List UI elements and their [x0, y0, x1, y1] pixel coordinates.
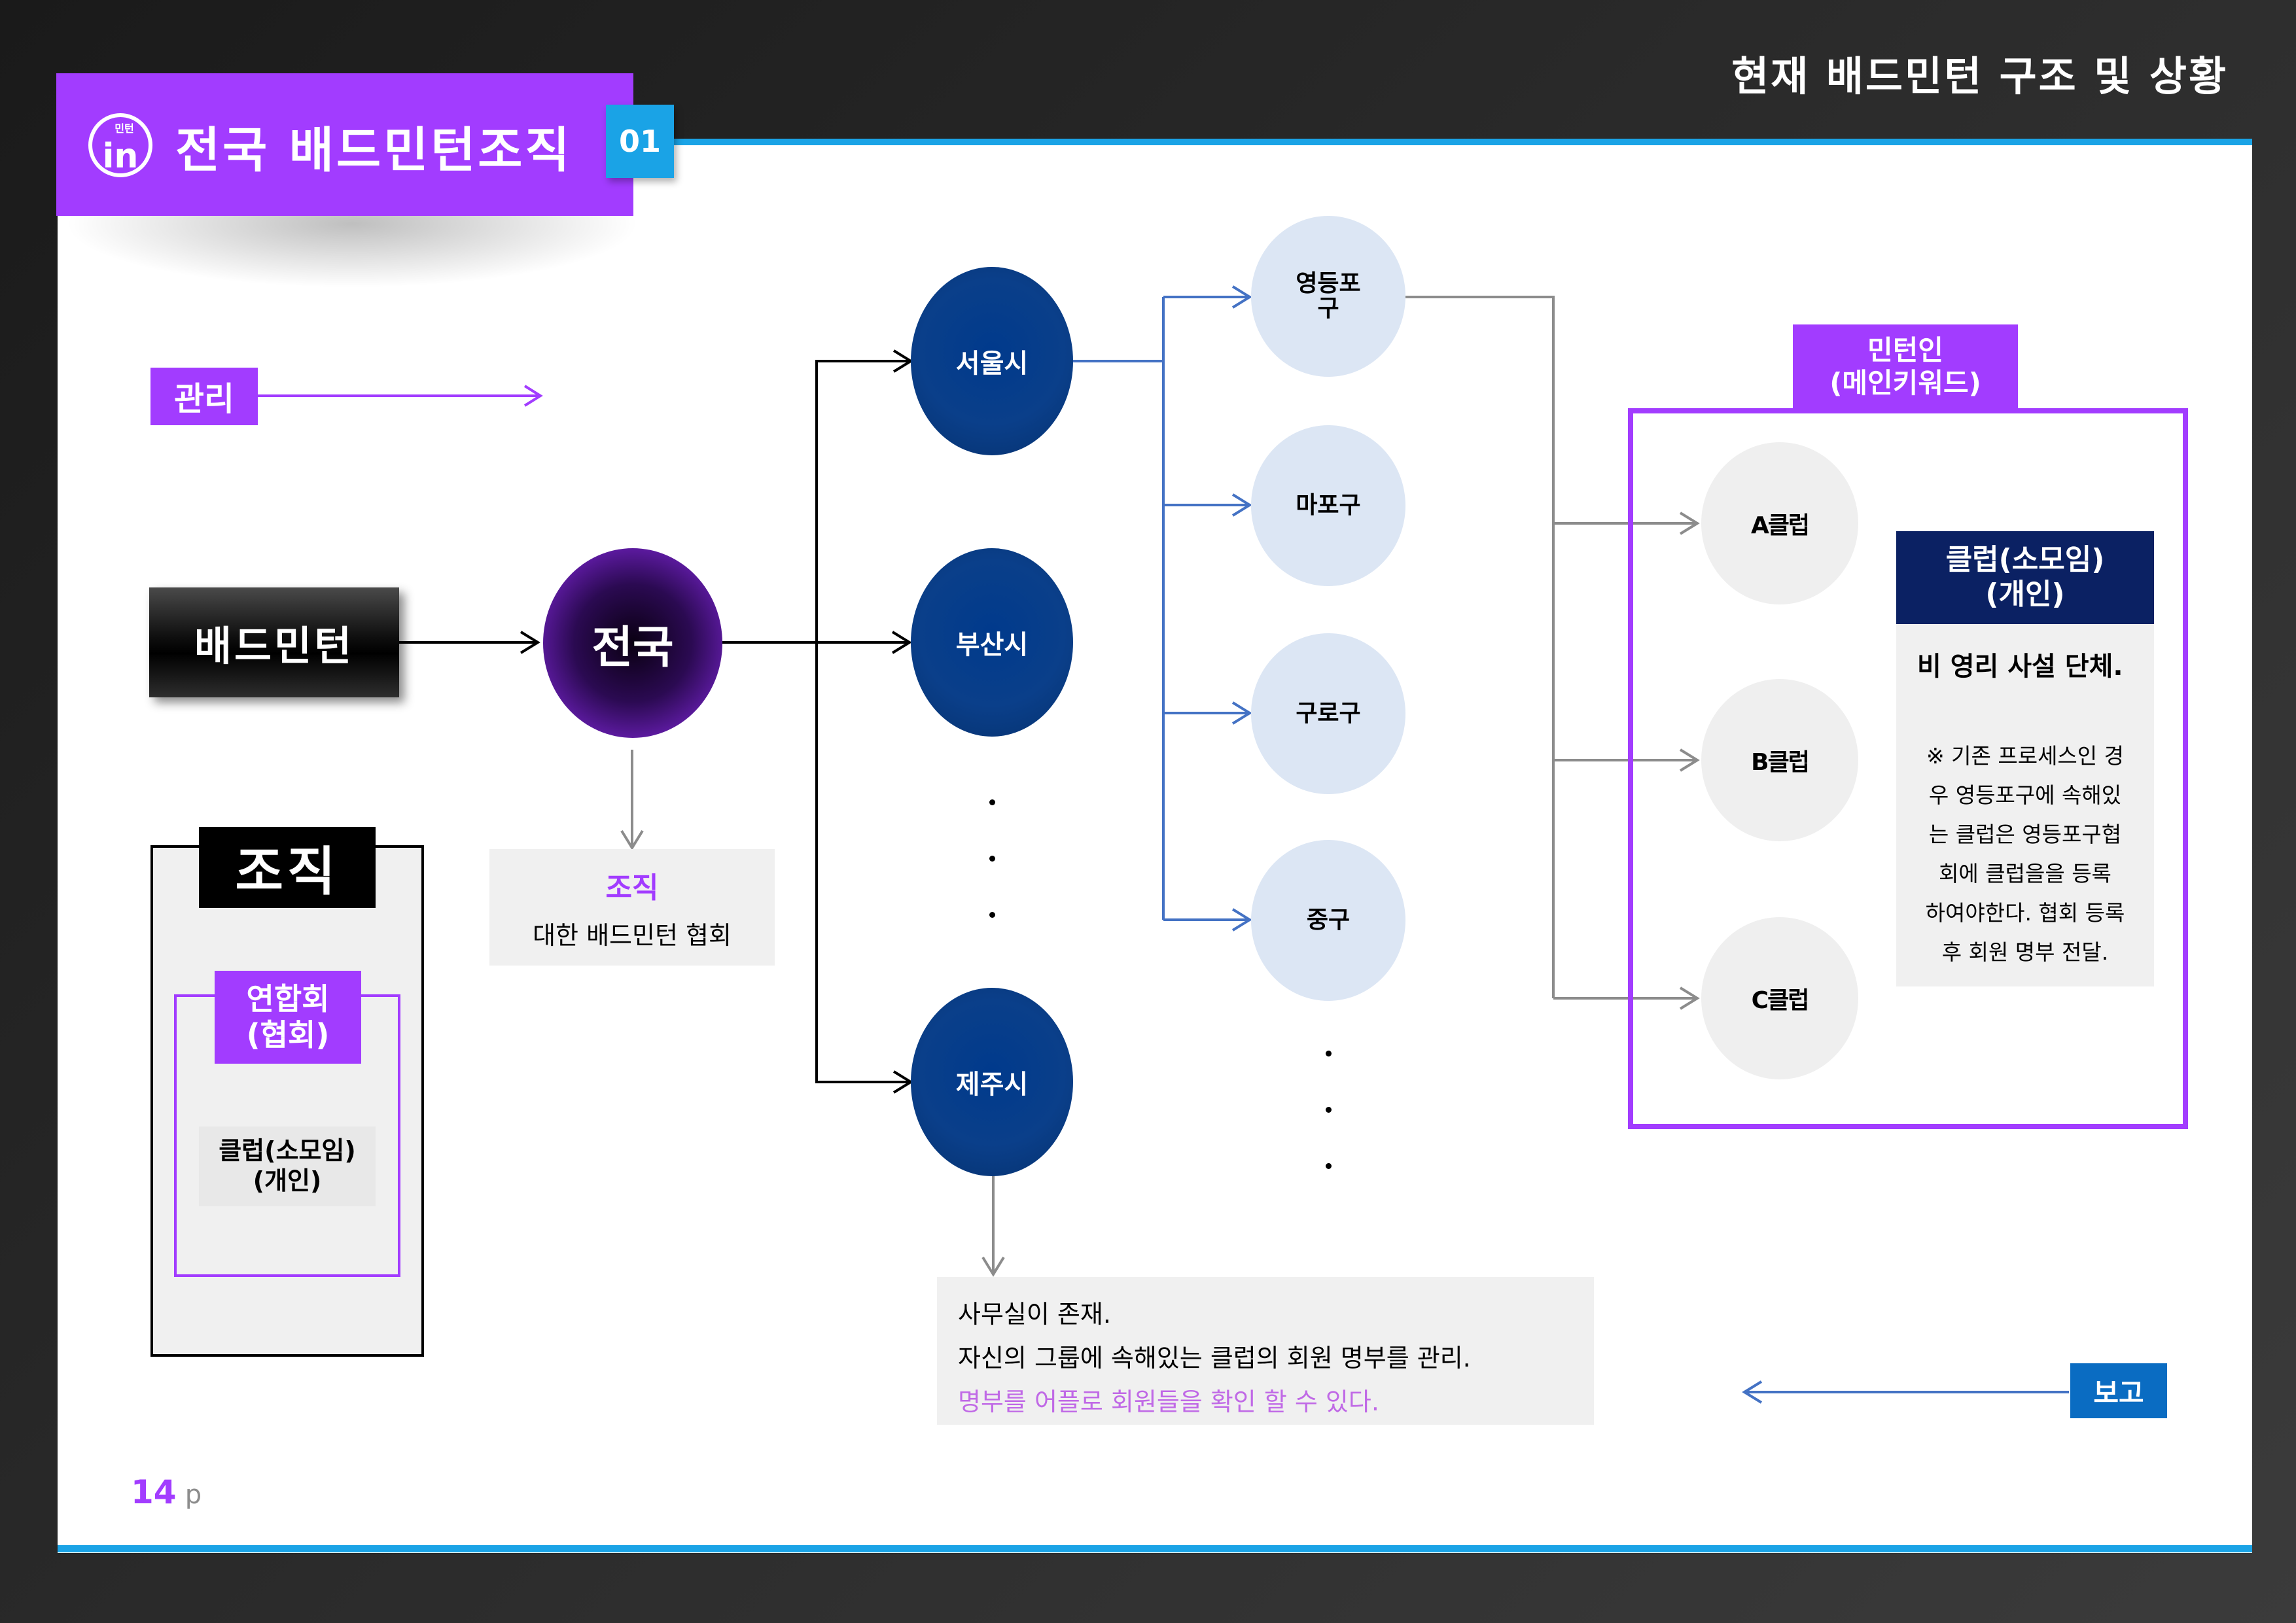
national-org-desc: 대한 배드민턴 협회: [533, 920, 732, 950]
district-line2: 구: [1317, 295, 1339, 322]
top-accent-line: [667, 139, 2252, 145]
bottom-accent-line: [58, 1545, 2252, 1552]
club-info-line: 하여야한다. 협회 등록: [1925, 900, 2125, 926]
mintinin-frame: [1628, 408, 2188, 1129]
district-label: 중구: [1306, 907, 1351, 934]
mintinin-label: 민턴인 (메인키워드): [1793, 324, 2018, 410]
header-title: 현재 배드민턴 구조 및 상황: [1731, 52, 2228, 100]
city-node-jeju: 제주시: [911, 988, 1073, 1176]
city-node-seoul: 서울시: [911, 267, 1073, 455]
district-label: 구로구: [1296, 700, 1361, 727]
club-info-line: 회에 클럽을을 등록: [1939, 861, 2111, 886]
ellipsis-dot: [989, 799, 995, 805]
federation-line1: 연합회: [246, 981, 330, 1017]
federation-label: 연합회 (협회): [215, 971, 361, 1064]
page-number-unit: p: [185, 1480, 202, 1510]
title-bar: [56, 73, 633, 216]
club-legend-line2: (개인): [253, 1166, 322, 1195]
club-legend-line1: 클럽(소모임): [219, 1136, 356, 1166]
section-number-badge: 01: [606, 105, 674, 178]
branch-national-cities: [815, 360, 911, 1083]
club-info-line: 후 회원 명부 전달.: [1941, 939, 2109, 965]
city-label: 서울시: [955, 349, 1029, 379]
logo-big-text: in: [103, 137, 139, 176]
city-note-box: 사무실이 존재. 자신의 그룹에 속해있는 클럽의 회원 명부를 관리. 명부를…: [937, 1277, 1594, 1425]
club-info-line: 는 클럽은 영등포구협: [1928, 822, 2122, 847]
ellipsis-dot: [989, 856, 995, 862]
ellipsis-dot: [1326, 1163, 1332, 1169]
city-note-line2: 자신의 그룹에 속해있는 클럽의 회원 명부를 관리.: [958, 1344, 1471, 1372]
club-node-b: B클럽: [1701, 679, 1858, 841]
district-line1: 영등포: [1296, 270, 1361, 298]
mintinin-label-line1: 민턴인: [1867, 334, 1943, 366]
ellipsis-dot: [1326, 1051, 1332, 1056]
org-legend-panel: [150, 845, 424, 1357]
city-note-line1: 사무실이 존재.: [958, 1300, 1111, 1329]
federation-line2: (협회): [246, 1017, 330, 1053]
club-label: B클럽: [1751, 749, 1810, 776]
mintinin-label-line2: (메인키워드): [1829, 367, 1981, 399]
city-label: 제주시: [955, 1070, 1029, 1100]
club-info-body: ※ 기존 프로세스인 경 우 영등포구에 속해있 는 클럽은 영등포구협 회에 …: [1896, 737, 2154, 972]
page-title: 전국 배드민턴조직: [175, 122, 573, 179]
city-label: 부산시: [955, 630, 1029, 660]
national-label: 전국: [592, 621, 674, 674]
national-org-title: 조직: [605, 871, 659, 905]
club-info-line: 우 영등포구에 속해있: [1928, 782, 2122, 808]
club-info-header: 클럽(소모임) (개인): [1896, 531, 2154, 624]
city-note-line3: 명부를 어플로 회원들을 확인 할 수 있다.: [958, 1387, 1379, 1416]
manage-legend-label: 관리: [150, 368, 258, 425]
badminton-node: 배드민턴: [149, 587, 399, 697]
club-label: A클럽: [1750, 512, 1810, 539]
club-info-line: ※ 기존 프로세스인 경: [1926, 743, 2124, 769]
app-logo: 민턴 in: [86, 111, 154, 179]
national-org-box: 조직 대한 배드민턴 협회: [489, 849, 775, 966]
report-label: 보고: [2070, 1363, 2167, 1418]
club-info-title-line1: 클럽(소모임): [1945, 543, 2105, 577]
ellipsis-dot: [1326, 1107, 1332, 1113]
club-node-a: A클럽: [1701, 442, 1858, 604]
district-node-yeongdeungpo: 영등포 구: [1251, 216, 1405, 377]
club-info-subtitle: 비 영리 사설 단체.: [1917, 652, 2123, 682]
district-node-mapo: 마포구: [1251, 425, 1405, 586]
club-legend-box: 클럽(소모임) (개인): [199, 1126, 376, 1206]
club-node-c: C클럽: [1701, 917, 1858, 1079]
page-number: 14 p: [131, 1473, 202, 1511]
club-label: C클럽: [1751, 987, 1810, 1014]
club-info-title-line2: (개인): [1985, 578, 2065, 611]
city-node-busan: 부산시: [911, 548, 1073, 737]
district-node-guro: 구로구: [1251, 633, 1405, 794]
district-label: 마포구: [1296, 492, 1361, 519]
org-legend-title: 조직: [199, 827, 376, 908]
page-number-value: 14: [131, 1473, 177, 1511]
district-node-jung: 중구: [1251, 840, 1405, 1001]
ellipsis-dot: [989, 912, 995, 918]
branch-district-to-clubs: [1405, 296, 1555, 998]
national-node: 전국: [543, 548, 722, 738]
logo-small-text: 민턴: [115, 122, 133, 135]
